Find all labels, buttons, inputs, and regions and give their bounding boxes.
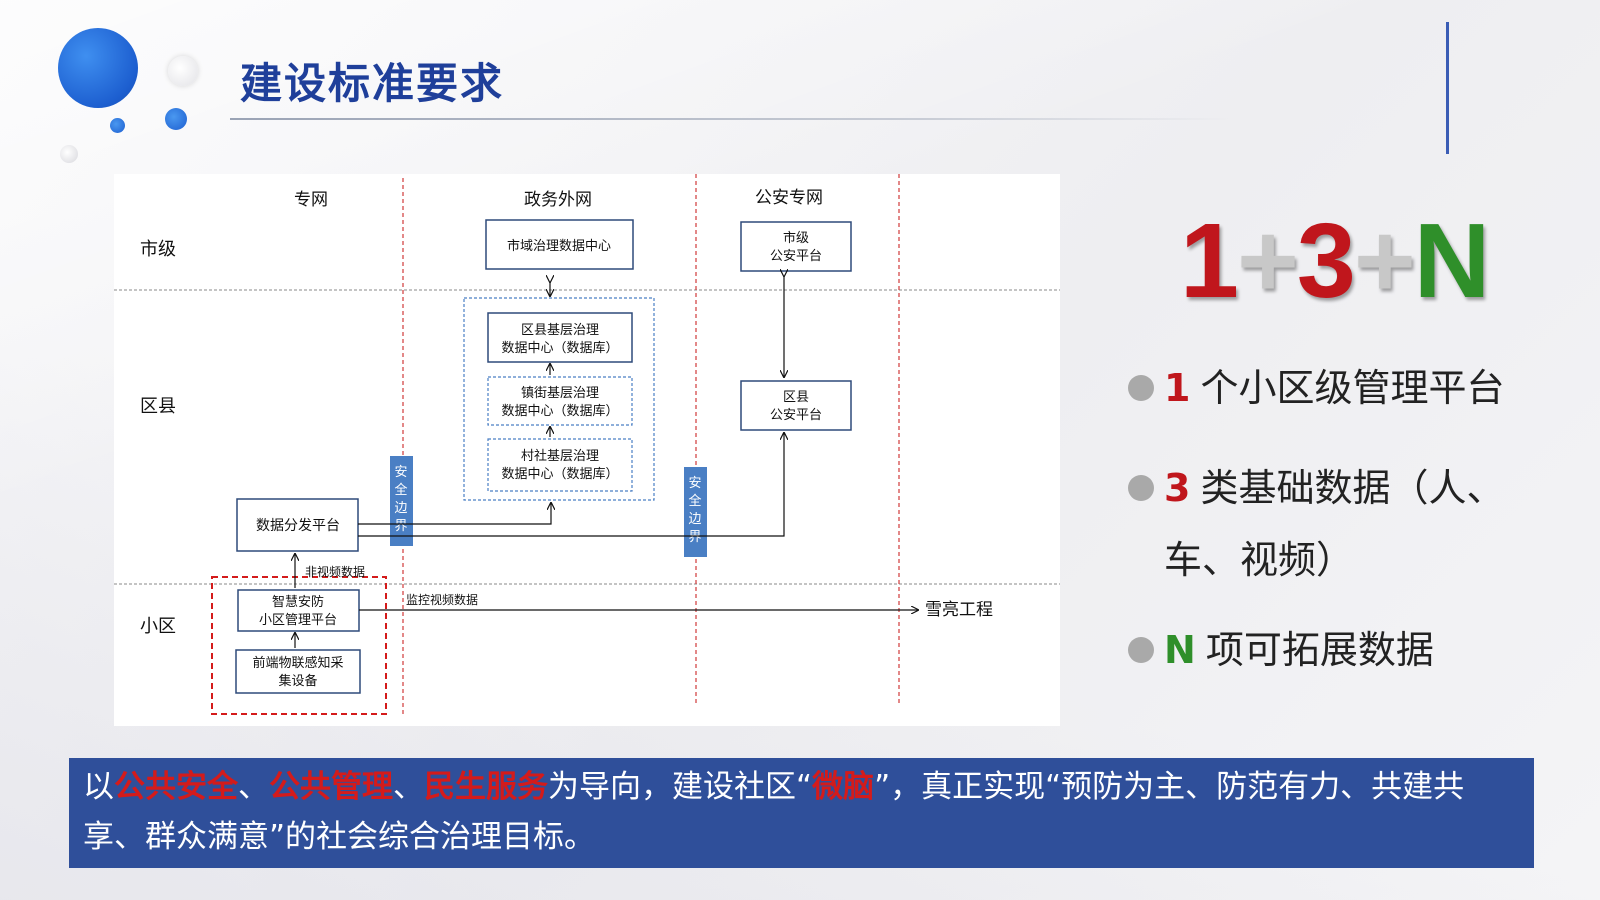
arrow-dispatch-to-police [358,433,784,537]
district-gov-label-2: 数据中心（数据库） [501,340,618,356]
banner-text: 、 [393,769,424,805]
district-police-box [740,380,852,431]
village-gov-box [487,438,633,492]
district-gov-label-1: 区县基层治理 [521,323,599,338]
street-gov-box [487,376,633,426]
community-scope-frame [211,576,387,715]
front-device-label-1: 前端物联感知采 [252,655,343,671]
formula-three: 3 [1296,202,1356,320]
banner-text: 、 [238,769,269,805]
page-title: 建设标准要求 [240,59,505,108]
front-device-box [235,649,361,694]
banner-text: ”，真正实现“预防为主、防范有力、共建共享、群众满意”的社会综合治理目标。 [83,769,1465,855]
district-police-label-1: 区县 [783,390,809,405]
column-header-police-net: 公安专网 [755,188,823,208]
small-white-circle [168,56,198,86]
bullet-number: N [1164,628,1196,672]
vertical-accent-line [1446,22,1449,154]
row-label-community: 小区 [140,616,176,637]
formula-plus-1: + [1236,202,1299,320]
column-header-private-net: 专网 [294,190,328,210]
data-dispatch-label: 数据分发平台 [256,518,340,534]
arrow-dispatch-to-gov [358,503,551,525]
bullet-number: 1 [1164,366,1191,410]
banner-text: 为导向，建设社区“ [548,769,813,805]
security-boundary-1-char-4: 界 [394,519,407,534]
banner-text: 以 [83,769,114,805]
title-divider [230,118,1233,120]
smart-platform-label-1: 智慧安防 [272,594,324,610]
non-video-data-label: 非视频数据 [305,564,365,579]
city-police-label-1: 市级 [783,230,809,246]
bullet-dot-icon [1128,637,1154,663]
formula-one: 1 [1180,202,1239,320]
bullet-text: 项可拓展数据 [1205,628,1434,672]
street-gov-label-1: 镇街基层治理 [521,386,599,401]
bullet-text: 个小区级管理平台 [1200,366,1505,410]
diagram-canvas: 专网 政务外网 公安专网 市级 区县 小区 市域治理数据中心 市级 公安平台 区… [114,174,1060,715]
column-header-gov-net: 政务外网 [524,190,592,210]
city-data-center-label: 市域治理数据中心 [507,238,611,254]
row-label-district: 区县 [140,396,176,417]
bullet-text: 类基础数据（人、 [1200,466,1505,510]
gov-data-center-group [463,297,655,501]
small-blue-circle [165,108,187,130]
village-gov-label-1: 村社基层治理 [521,448,599,464]
tiny-grey-circle [60,145,78,163]
village-gov-label-2: 数据中心（数据库） [501,466,618,482]
security-boundary-2-char-3: 边 [688,512,701,527]
city-police-box [740,221,852,272]
district-police-label-2: 公安平台 [770,408,822,423]
front-device-label-2: 集设备 [278,673,317,689]
security-boundary-1-char-1: 安 [394,465,407,480]
formula-n: N [1413,202,1491,320]
banner-highlight: 民生服务 [424,769,548,805]
banner-highlight: 公共管理 [269,769,393,805]
district-gov-box [487,312,633,363]
city-police-label-2: 公安平台 [770,249,822,264]
street-gov-label-2: 数据中心（数据库） [501,403,618,419]
summary-banner: 以公共安全、公共管理、民生服务为导向，建设社区“微脑”，真正实现“预防为主、防范… [69,758,1534,868]
bullet-number: 3 [1164,466,1191,510]
city-data-center-box [485,219,634,270]
security-boundary-2-char-2: 全 [688,493,701,509]
row-label-city: 市级 [140,239,176,260]
security-boundary-2-char-4: 界 [688,530,701,545]
architecture-diagram: 专网 政务外网 公安专网 市级 区县 小区 市域治理数据中心 市级 公安平台 区… [114,174,1060,726]
xueliang-project-label: 雪亮工程 [925,600,993,620]
tiny-blue-circle [110,118,125,133]
bullet-text-continued: 车、视频） [1164,538,1355,582]
video-data-label: 监控视频数据 [406,592,478,607]
large-blue-circle [58,28,138,108]
security-boundary-1-char-2: 全 [394,482,407,498]
smart-platform-label-2: 小区管理平台 [259,613,337,628]
formula-1-3-n: 1+3+N [1180,208,1490,314]
security-boundary-2 [684,467,707,557]
banner-highlight: 公共安全 [114,769,238,805]
data-dispatch-box [236,498,359,552]
security-boundary-1-char-3: 边 [394,501,407,516]
bullet-dot-icon [1128,375,1154,401]
banner-highlight: 微脑 [812,769,875,805]
security-boundary-2-char-1: 安 [688,476,701,491]
bullet-dot-icon [1128,475,1154,501]
smart-platform-box [237,589,360,632]
formula-plus-2: + [1353,202,1416,320]
